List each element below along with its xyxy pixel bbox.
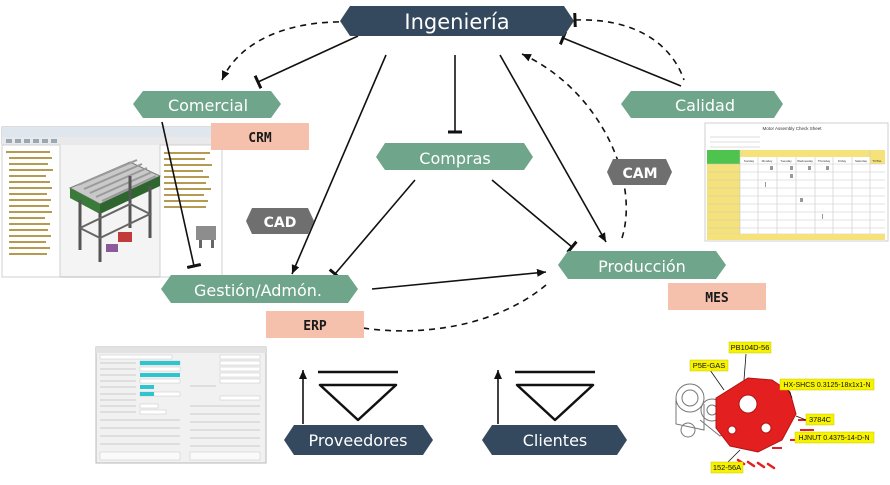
edge-ingenieria-produccion [499,54,607,243]
node-calidad: Calidad [621,91,783,118]
node-comercial-label: Comercial [168,96,248,115]
badge-cam: CAM [607,159,672,185]
node-produccion: Producción [558,251,726,279]
callout-3784c: 3784C [809,415,832,424]
edge-ingenieria-gestion [291,54,387,275]
node-proveedores: Proveedores [284,425,433,455]
edge-gestion-produccion [371,268,547,290]
tag-erp-label: ERP [303,319,327,334]
svg-text:Monday: Monday [762,159,773,163]
clientes-symbol [515,370,595,422]
edge-compras-produccion [491,179,578,254]
check-sheet-total-label: TOTAL [872,159,882,163]
svg-text:Wednesday: Wednesday [797,159,813,163]
svg-text:Sunday: Sunday [744,159,755,163]
callout-p5e-gas: P5E-GAS [693,361,726,370]
node-clientes: Clientes [482,425,627,455]
node-gestion: Gestión/Admón. [161,275,358,303]
tag-erp: ERP [266,311,364,338]
cad-screenshot [1,126,223,278]
edge-calidad-ingenieria [558,30,682,87]
tag-mes-label: MES [705,291,729,306]
callout-hjnut: HJNUT 0.4375-14-D-N [798,435,869,442]
check-sheet-day-headers: Sunday Monday Tuesday Wednesday Thursday… [744,159,868,163]
node-gestion-label: Gestión/Admón. [194,281,322,300]
erp-form-screenshot [95,346,267,464]
svg-text:Saturday: Saturday [855,159,868,163]
edge-comercial-ingenieria [253,35,359,89]
check-sheet-title: Motor Assembly Check Sheet [762,126,822,131]
conveyor-model [68,159,162,262]
tag-crm: CRM [211,123,309,150]
callout-hx-shcs: HX-SHCS 0.3125-18x1x1-N [783,382,870,389]
quality-check-sheet: Motor Assembly Check Sheet Sunday Monday… [704,122,889,242]
dashed-produccion-ingenieria [521,53,627,239]
node-compras: Compras [376,143,533,170]
connectors [161,30,682,424]
edge-compras-gestion [328,179,416,280]
node-ingenieria-label: Ingeniería [404,10,509,34]
badge-cad: CAD [246,208,314,234]
proveedores-symbol [318,370,398,422]
exploded-part-drawing: PB104D-56 P5E-GAS HX-SHCS 0.3125-18x1x1-… [675,341,875,474]
svg-text:Tuesday: Tuesday [780,159,792,163]
dashed-ingenieria-comercial [221,21,351,81]
tag-mes: MES [668,283,766,310]
callout-152-56a: 152-56A [713,463,741,472]
node-compras-label: Compras [419,149,490,168]
node-ingenieria: Ingeniería [340,6,574,36]
badge-cam-label: CAM [622,166,657,182]
node-calidad-label: Calidad [675,96,735,115]
callout-pb104d-56: PB104D-56 [731,343,770,352]
tag-crm-label: CRM [248,131,272,146]
node-clientes-label: Clientes [523,431,588,450]
edge-comercial-gestion [161,121,202,269]
badge-cad-label: CAD [264,215,297,231]
svg-text:Thursday: Thursday [818,159,831,163]
part-callouts: PB104D-56 P5E-GAS HX-SHCS 0.3125-18x1x1-… [689,341,875,474]
node-proveedores-label: Proveedores [309,431,408,450]
node-produccion-label: Producción [598,257,686,276]
node-comercial: Comercial [133,91,281,118]
svg-text:Friday: Friday [838,159,847,163]
